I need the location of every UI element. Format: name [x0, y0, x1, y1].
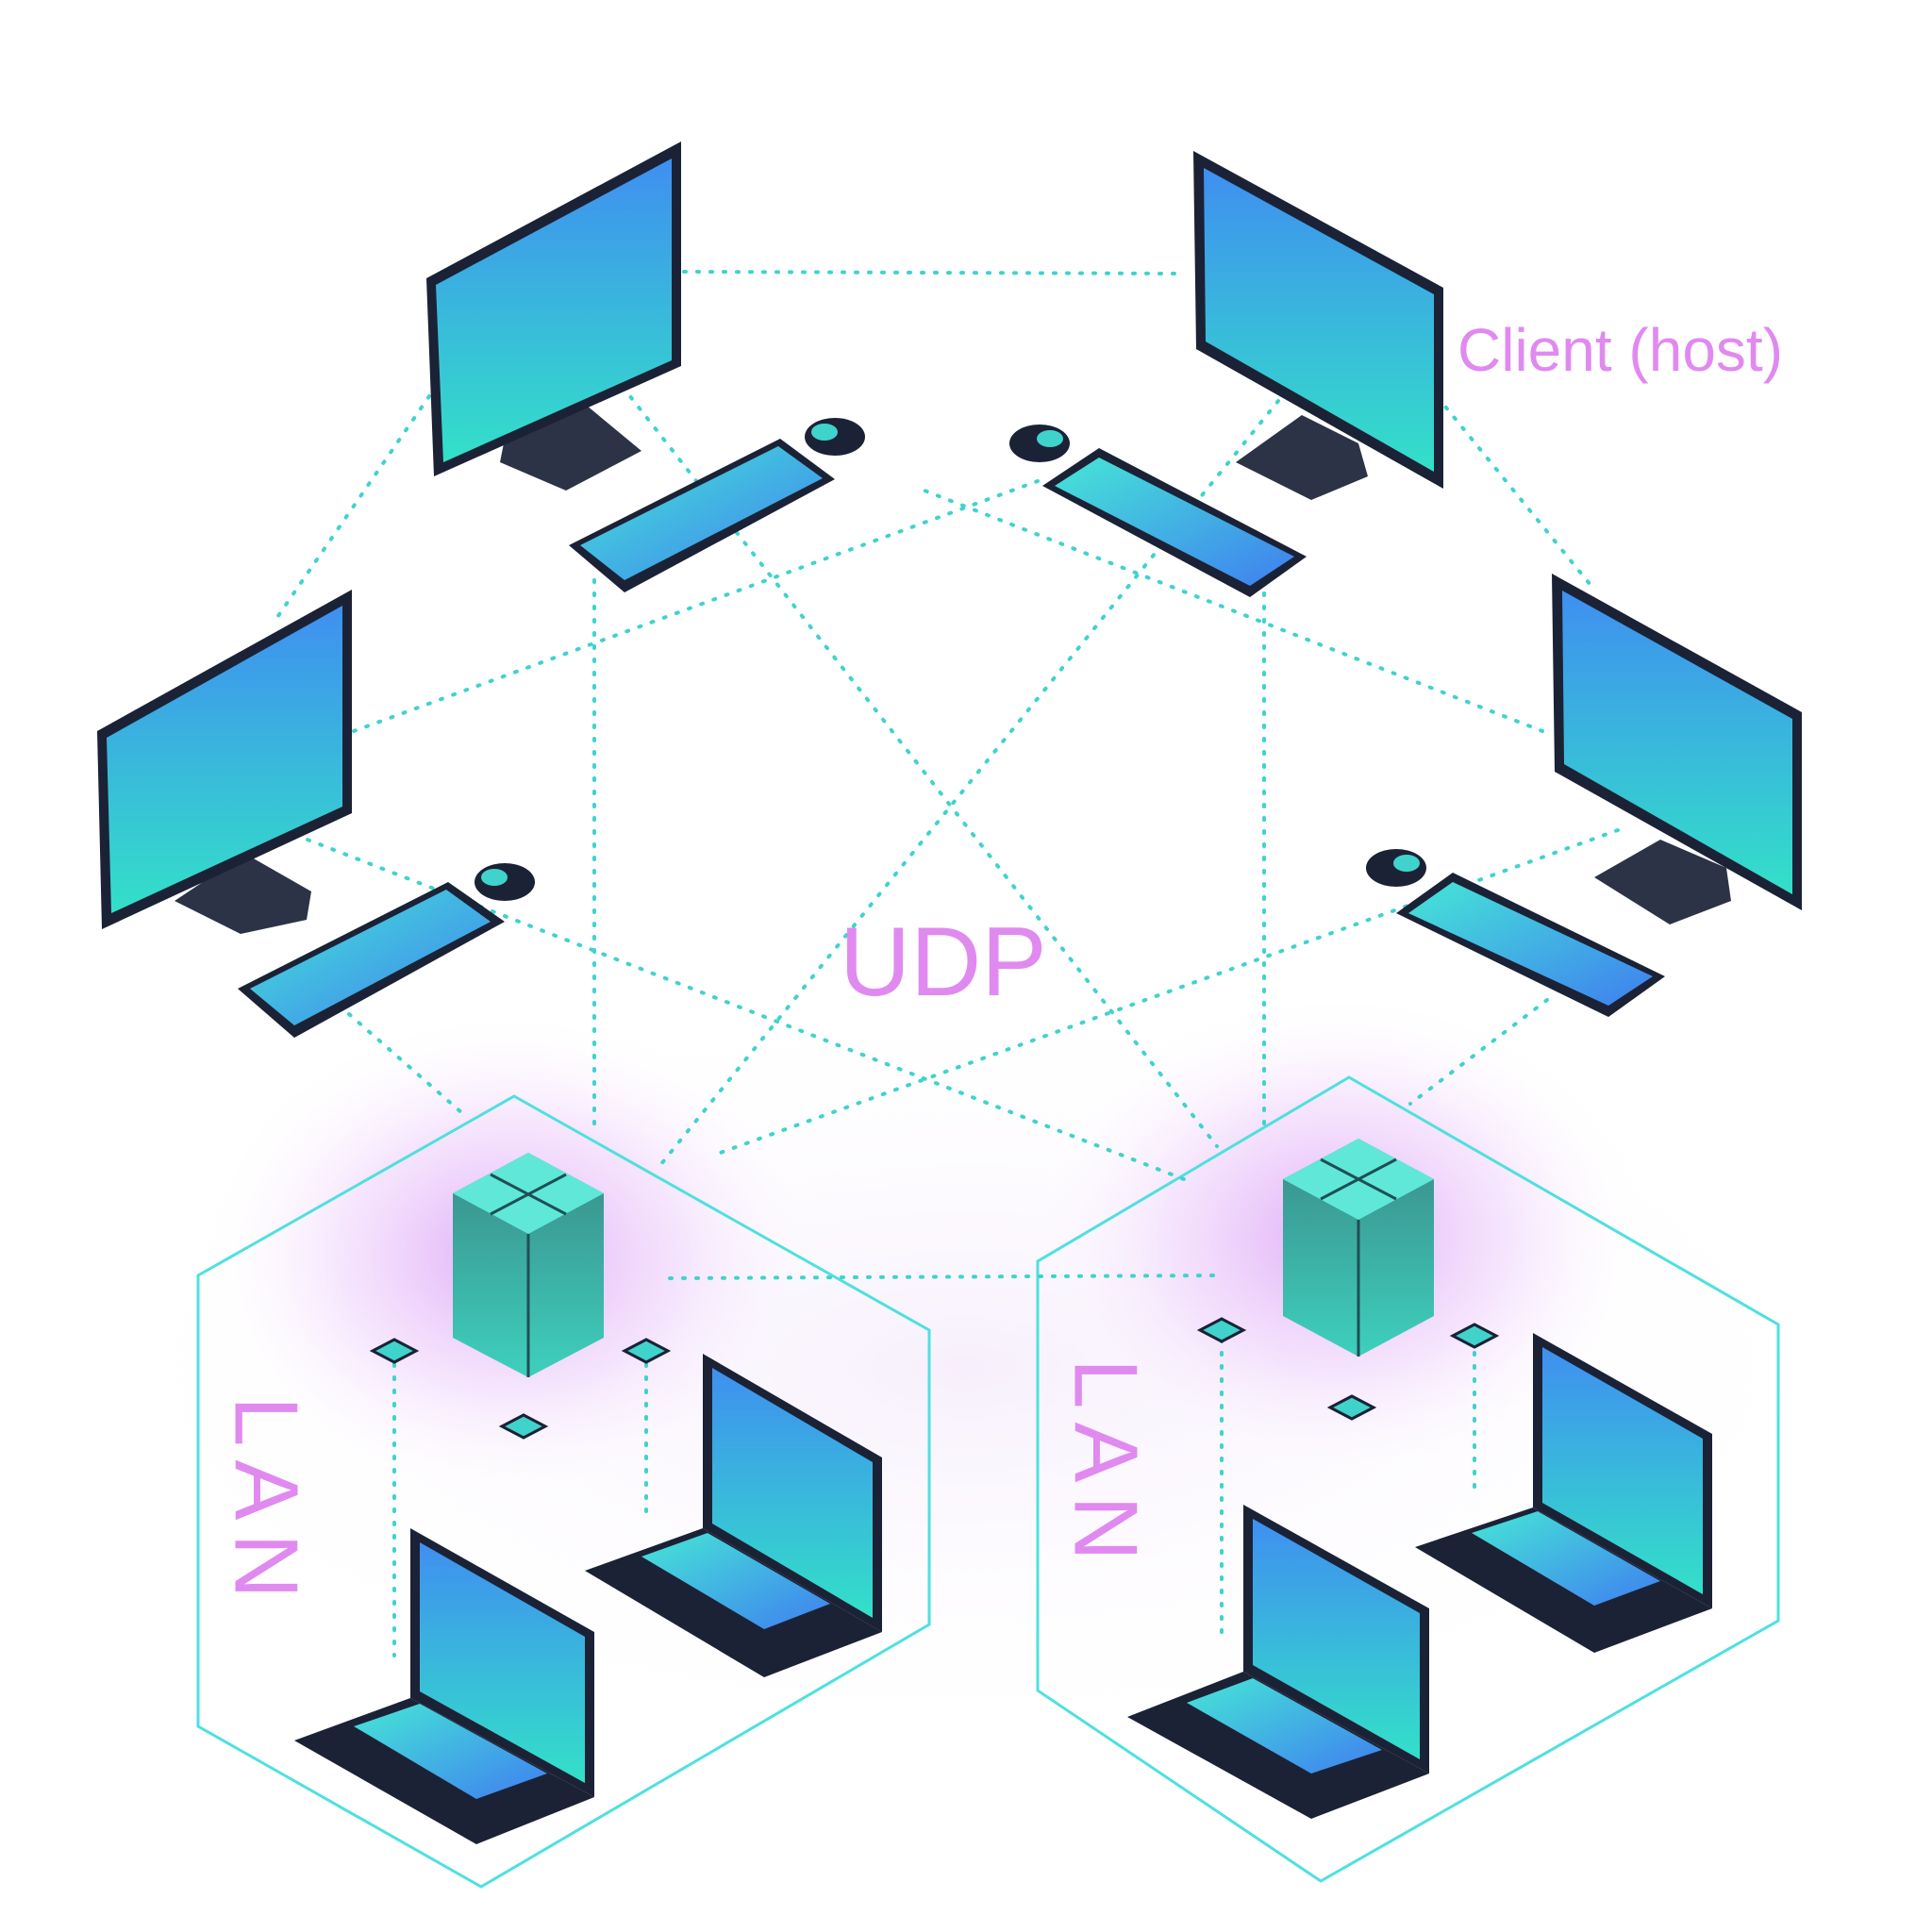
keyboard-keys	[250, 890, 491, 1025]
desktop-station-top-right	[1009, 151, 1443, 597]
lan-left-devices	[294, 1153, 882, 1844]
mouse-highlight	[481, 869, 508, 886]
monitor-stand	[1236, 415, 1368, 500]
desktop-station-middle-right	[1366, 574, 1802, 1017]
laptop-icon	[1127, 1505, 1429, 1819]
mouse-highlight	[1393, 855, 1420, 872]
lan-boundary-left	[196, 1094, 931, 1889]
laptop-icon	[1415, 1333, 1712, 1653]
keyboard-keys	[580, 446, 823, 580]
router-icon	[1196, 1317, 1247, 1343]
monitor-screen	[1204, 168, 1434, 472]
router-icon	[498, 1413, 549, 1440]
router-icon	[369, 1338, 420, 1364]
lan-label-left: LAN	[216, 1396, 317, 1612]
lan-label-right: LAN	[1056, 1358, 1157, 1574]
keyboard-keys	[1055, 458, 1294, 586]
laptop-icon	[585, 1354, 882, 1677]
desktop-station-top-left	[426, 142, 865, 592]
keyboard-keys	[1408, 882, 1653, 1006]
monitor-screen	[436, 158, 672, 462]
router-icon	[1326, 1394, 1377, 1421]
laptop-icon	[294, 1528, 594, 1844]
server-rack-icon	[453, 1153, 604, 1377]
monitor-stand	[175, 854, 311, 934]
udp-links	[272, 270, 1620, 1657]
monitor-screen	[1562, 591, 1792, 894]
router-icon	[1449, 1323, 1500, 1349]
lan-right-devices	[1127, 1139, 1712, 1819]
router-icon	[621, 1338, 672, 1364]
udp-label: UDP	[840, 908, 1047, 1017]
mouse-highlight	[811, 424, 838, 441]
lan-boundary-right	[1036, 1075, 1780, 1883]
client-host-label: Client (host)	[1457, 316, 1783, 384]
desktop-station-middle-left	[97, 590, 535, 1038]
mouse-highlight	[1037, 430, 1063, 447]
monitor-stand	[1594, 840, 1731, 924]
server-rack-icon	[1283, 1139, 1434, 1357]
monitor-screen	[107, 606, 342, 913]
